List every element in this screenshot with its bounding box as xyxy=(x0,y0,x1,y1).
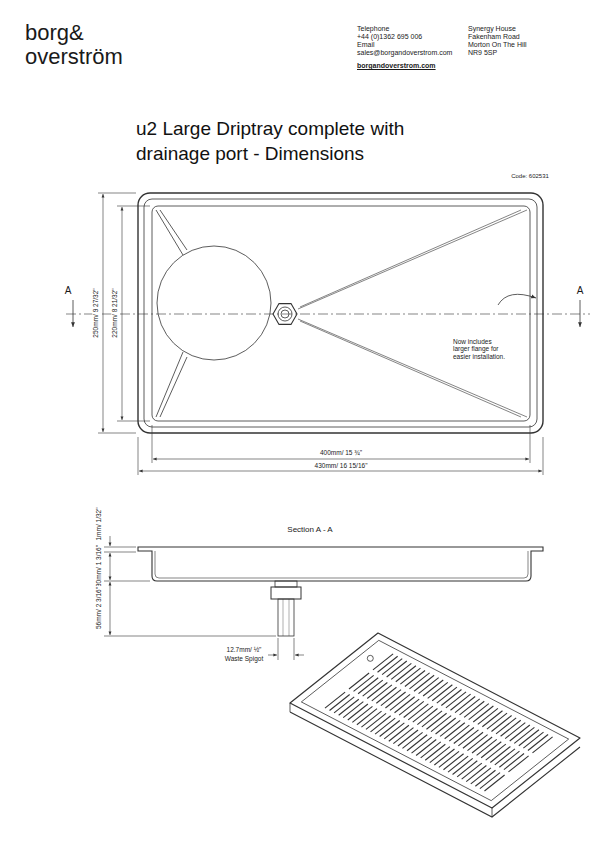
dimension-line xyxy=(103,194,104,432)
grille-frame xyxy=(301,640,568,800)
extension-line xyxy=(294,638,295,660)
section-line xyxy=(66,300,590,327)
extension-line xyxy=(98,433,136,434)
extension-line xyxy=(104,552,136,553)
grille-slat xyxy=(532,737,552,753)
address-line: Synergy House xyxy=(468,25,516,33)
section-cut-line xyxy=(66,314,590,315)
drain-basin xyxy=(157,246,271,360)
product-code: Code: 602531 xyxy=(511,173,549,180)
section-marker: A xyxy=(577,285,584,297)
dimension-label: 430mm/ 16 15/16" xyxy=(314,462,369,469)
dimension-line xyxy=(153,459,529,460)
dimension-label: 400mm/ 15 ¾" xyxy=(319,449,363,456)
website: borgandoverstrom.com xyxy=(357,62,436,70)
extension-line xyxy=(543,437,544,475)
flange-outline xyxy=(138,193,543,433)
tray-wall-inner xyxy=(155,551,528,578)
contact-heading: Email xyxy=(357,41,375,49)
extension-line xyxy=(104,636,276,637)
fold-lines xyxy=(156,210,187,417)
address-line: Fakenham Road xyxy=(468,33,520,41)
fall-lines xyxy=(298,210,527,417)
extension-line xyxy=(98,193,136,194)
tray-side-edge xyxy=(290,703,291,712)
extension-line xyxy=(104,547,136,548)
address-line: Morton On The Hill xyxy=(468,41,527,49)
tray-flange xyxy=(290,633,580,808)
dimension-label: 220mm/ 8 21/32" xyxy=(111,287,118,338)
tray-side-edge xyxy=(492,808,493,817)
section-marker: A xyxy=(65,285,72,297)
flange-inner xyxy=(144,199,537,427)
drain-washer xyxy=(275,581,297,587)
dimension-line xyxy=(122,207,123,420)
section-arrow xyxy=(580,300,581,327)
contact-email: sales@borgandoverstrom.com xyxy=(357,49,452,57)
drawing-title: u2 Large Driptray complete with drainage… xyxy=(136,117,456,166)
grille-slat xyxy=(484,775,504,791)
callout-leader xyxy=(498,294,536,305)
dimension-line xyxy=(295,655,304,656)
plan-view xyxy=(138,193,543,433)
dimension-line xyxy=(268,655,277,656)
part-name: Waste Spigot xyxy=(224,655,264,662)
callout-note: Now includes larger flange for easier in… xyxy=(452,338,508,360)
contact-phone: +44 (0)1362 695 006 xyxy=(357,33,422,41)
waste-spigot xyxy=(278,599,294,636)
tray-section xyxy=(138,547,543,581)
extension-line xyxy=(117,206,150,207)
well-outline xyxy=(152,206,530,421)
extension-line xyxy=(152,425,153,463)
section-title: Section A - A xyxy=(287,525,332,534)
spigot-bore xyxy=(289,599,290,636)
spigot-bore xyxy=(283,599,284,636)
dimension-line xyxy=(110,536,111,546)
dimension-label: 30mm/ 1 3/16" xyxy=(95,544,102,588)
grille-slat xyxy=(508,756,528,772)
extension-line xyxy=(278,638,279,660)
dimension-label: 56mm/ 2 3/16" xyxy=(95,586,102,630)
extension-line xyxy=(530,425,531,463)
dimension-label: 250mm/ 9 27/32" xyxy=(92,287,99,338)
address-line: NR9 5SP xyxy=(468,49,497,57)
contact-heading: Telephone xyxy=(357,25,389,33)
drain-nut xyxy=(271,587,301,599)
section-arrow xyxy=(73,300,74,327)
grille-hole xyxy=(367,655,373,661)
plan-dimensions xyxy=(98,193,543,475)
dimension-label: 12.7mm/ ½" xyxy=(226,646,263,653)
extension-line xyxy=(104,581,150,582)
dimension-line xyxy=(110,553,111,580)
dimension-line xyxy=(110,582,111,635)
logo-text: overström xyxy=(25,44,123,69)
dimension-label: 1mm/ 1/32" xyxy=(95,506,102,541)
extension-line xyxy=(138,437,139,475)
section-view xyxy=(138,547,543,636)
logo-text: borg& xyxy=(25,20,84,45)
extension-line xyxy=(117,421,150,422)
isometric-view xyxy=(290,633,580,817)
dimension-line xyxy=(139,471,542,472)
section-dimensions xyxy=(104,536,304,660)
